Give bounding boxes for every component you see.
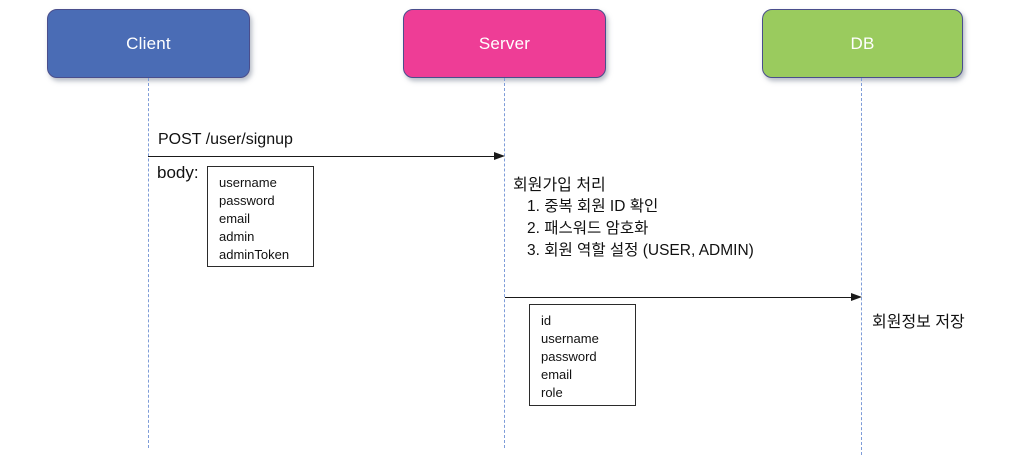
db-save-note: 회원정보 저장 [872, 314, 965, 331]
server-note-title: 회원가입 처리 [513, 177, 606, 194]
server-note-step: 2. 패스워드 암호화 [527, 220, 649, 237]
server-processing-note: 회원가입 처리 1. 중복 회원 ID 확인 2. 패스워드 암호화 3. 회원… [513, 175, 754, 262]
actor-box-server: Server [403, 9, 606, 78]
server-note-step: 1. 중복 회원 ID 확인 [527, 198, 659, 215]
actor-label-client: Client [126, 33, 171, 53]
record-field: email [541, 367, 573, 382]
lifeline-db [861, 78, 862, 455]
actor-label-db: DB [850, 33, 875, 53]
request-field: admin [219, 229, 255, 244]
arrowhead-icon [851, 293, 862, 301]
arrow-shaft [505, 296, 855, 298]
actor-box-client: Client [47, 9, 250, 78]
lifeline-client [148, 78, 149, 448]
lifeline-server [504, 78, 505, 448]
message-arrow-client-to-server [148, 152, 505, 161]
request-field: email [219, 211, 251, 226]
actor-box-db: DB [762, 9, 963, 78]
record-field: username [541, 331, 599, 346]
message-label-signup: POST /user/signup [158, 131, 293, 148]
message-arrow-server-to-db [505, 293, 862, 302]
arrow-shaft [148, 155, 498, 157]
request-field: username [219, 175, 277, 190]
server-note-step: 3. 회원 역할 설정 (USER, ADMIN) [527, 242, 754, 259]
request-field: adminToken [219, 247, 290, 262]
db-record-box: id username password email role [529, 304, 636, 406]
arrowhead-icon [494, 152, 505, 160]
record-field: id [541, 313, 552, 328]
record-field: role [541, 385, 563, 400]
body-label: body: [157, 163, 199, 182]
request-field: password [219, 193, 275, 208]
record-field: password [541, 349, 597, 364]
request-body-box: username password email admin adminToken [207, 166, 314, 267]
actor-label-server: Server [478, 33, 531, 53]
